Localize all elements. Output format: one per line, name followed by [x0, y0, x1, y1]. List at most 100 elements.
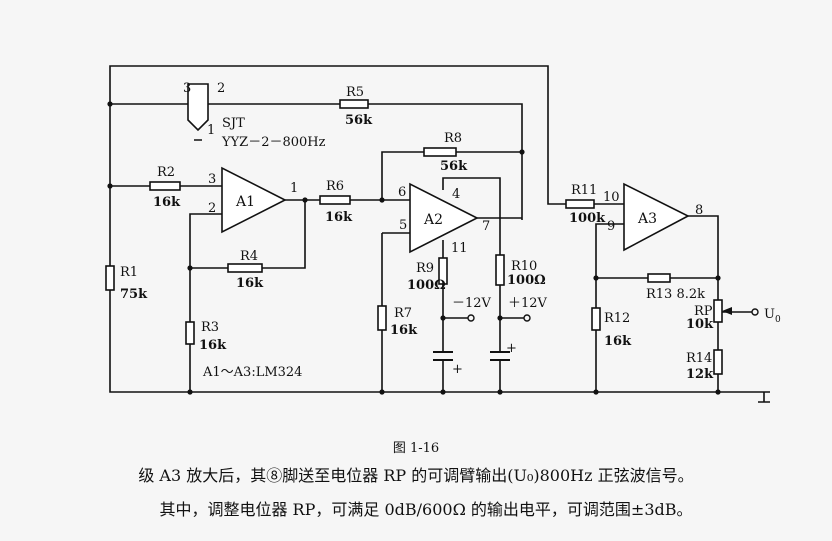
r12-value: 16k	[604, 334, 632, 349]
junction-dot	[497, 389, 503, 395]
r5-value: 56k	[345, 113, 373, 128]
capacitor-c1	[433, 351, 453, 361]
a1-pin3-label: 3	[208, 172, 216, 187]
r14-value: 12k	[686, 367, 714, 382]
a2-pin11-label: 11	[451, 241, 468, 256]
r5-label: R5	[346, 85, 364, 100]
a2-pin6-label: 6	[398, 185, 406, 200]
junction-dot	[107, 183, 113, 189]
junction-dot	[187, 389, 193, 395]
c1-plus-sign: +	[452, 362, 463, 377]
r8-value: 56k	[440, 159, 468, 174]
r3-label: R3	[201, 320, 219, 335]
resistor-r13	[647, 273, 671, 283]
junctions	[107, 101, 732, 395]
a2-pin5-label: 5	[399, 218, 407, 233]
resistor-r8	[423, 147, 457, 157]
r2-value: 16k	[153, 195, 181, 210]
r14-label: R14	[686, 351, 712, 366]
r4-value: 16k	[236, 276, 264, 291]
neg12v-label: －12V	[452, 296, 492, 311]
resistor-r2	[149, 181, 181, 191]
terminal-u0	[751, 308, 759, 316]
opamp-a3	[623, 182, 690, 252]
r12-label: R12	[604, 311, 630, 326]
junction-dot	[593, 389, 599, 395]
pos12v-label: ＋12V	[508, 296, 548, 311]
a1-pin1-label: 1	[290, 181, 298, 196]
junction-dot	[715, 389, 721, 395]
sjt-label: SJT	[222, 116, 245, 131]
r13-label: R13 8.2k	[646, 287, 705, 302]
u0-label: U	[764, 307, 775, 322]
sjt-pin2-label: 2	[217, 81, 225, 96]
a3-pin10-label: 10	[603, 190, 620, 205]
junction-dot	[187, 265, 193, 271]
r10-value: 100Ω	[507, 273, 546, 288]
junction-dot	[497, 315, 503, 321]
r4-label: R4	[240, 249, 258, 264]
resistor-r9	[438, 257, 448, 285]
r9-label: R9	[416, 261, 434, 276]
opamp-a2	[409, 182, 479, 254]
body-text-line-2: 其中，调整电位器 RP，可满足 0dB/600Ω 的输出电平，可调范围±3dB。	[159, 500, 693, 519]
r6-label: R6	[326, 179, 344, 194]
sjt-tuning-fork	[187, 83, 209, 132]
r1-value: 75k	[120, 287, 148, 302]
junction-dot	[593, 275, 599, 281]
resistor-r10	[495, 254, 505, 286]
r7-value: 16k	[390, 323, 418, 338]
capacitor-c2	[490, 351, 510, 361]
junction-dot	[379, 197, 385, 203]
rp-label: RP	[694, 304, 713, 319]
r9-value: 100Ω	[407, 278, 446, 293]
components	[105, 83, 723, 375]
terminal-pos12v	[523, 314, 531, 322]
labels: 3 2 1 SJT YYZ－2－800Hz R5 56k R8 56k R2 1…	[120, 81, 781, 382]
resistor-r7	[377, 305, 387, 331]
r11-label: R11	[571, 183, 597, 198]
a3-label: A3	[637, 211, 657, 227]
a1-label: A1	[235, 194, 255, 210]
resistor-r5	[339, 99, 369, 109]
rp-value: 10k	[686, 317, 714, 332]
potentiometer-rp	[713, 299, 723, 323]
sjt-model-label: YYZ－2－800Hz	[221, 135, 326, 150]
resistor-r4	[227, 263, 263, 273]
body-text-line-1: 级 A3 放大后，其⑧脚送至电位器 RP 的可调臂输出(U₀)800Hz 正弦波…	[138, 466, 694, 485]
junction-dot	[519, 149, 525, 155]
terminal-neg12v	[467, 314, 475, 322]
sjt-pin1-label: 1	[207, 123, 215, 138]
resistor-r12	[591, 307, 601, 331]
a2-pin7-label: 7	[482, 219, 490, 234]
r11-value: 100k	[569, 211, 606, 226]
terminals	[467, 308, 759, 322]
r7-label: R7	[394, 306, 412, 321]
figure-caption: 图 1-16	[392, 441, 440, 456]
resistor-r1	[105, 265, 115, 291]
junction-dot	[440, 315, 446, 321]
resistor-r11	[565, 199, 595, 209]
resistor-r14	[713, 349, 723, 375]
r2-label: R2	[157, 165, 175, 180]
r1-label: R1	[120, 265, 138, 280]
r3-value: 16k	[199, 338, 227, 353]
opamp-a1	[221, 166, 287, 234]
a3-pin8-label: 8	[695, 203, 703, 218]
c2-plus-sign: +	[506, 341, 517, 356]
capacitors	[433, 351, 510, 361]
sjt-pin3-label: 3	[183, 81, 191, 96]
rp-wiper-arrow	[722, 307, 732, 315]
junction-dot	[440, 389, 446, 395]
junction-dot	[379, 389, 385, 395]
circuit-diagram: 3 2 1 SJT YYZ－2－800Hz R5 56k R8 56k R2 1…	[105, 65, 781, 403]
resistor-r6	[319, 195, 351, 205]
r6-value: 16k	[325, 210, 353, 225]
ic-note: A1～A3:LM324	[202, 365, 302, 380]
a2-label: A2	[423, 212, 443, 228]
junction-dot	[715, 275, 721, 281]
resistor-r3	[185, 321, 195, 345]
r10-label: R10	[511, 259, 537, 274]
junction-dot	[302, 197, 308, 203]
